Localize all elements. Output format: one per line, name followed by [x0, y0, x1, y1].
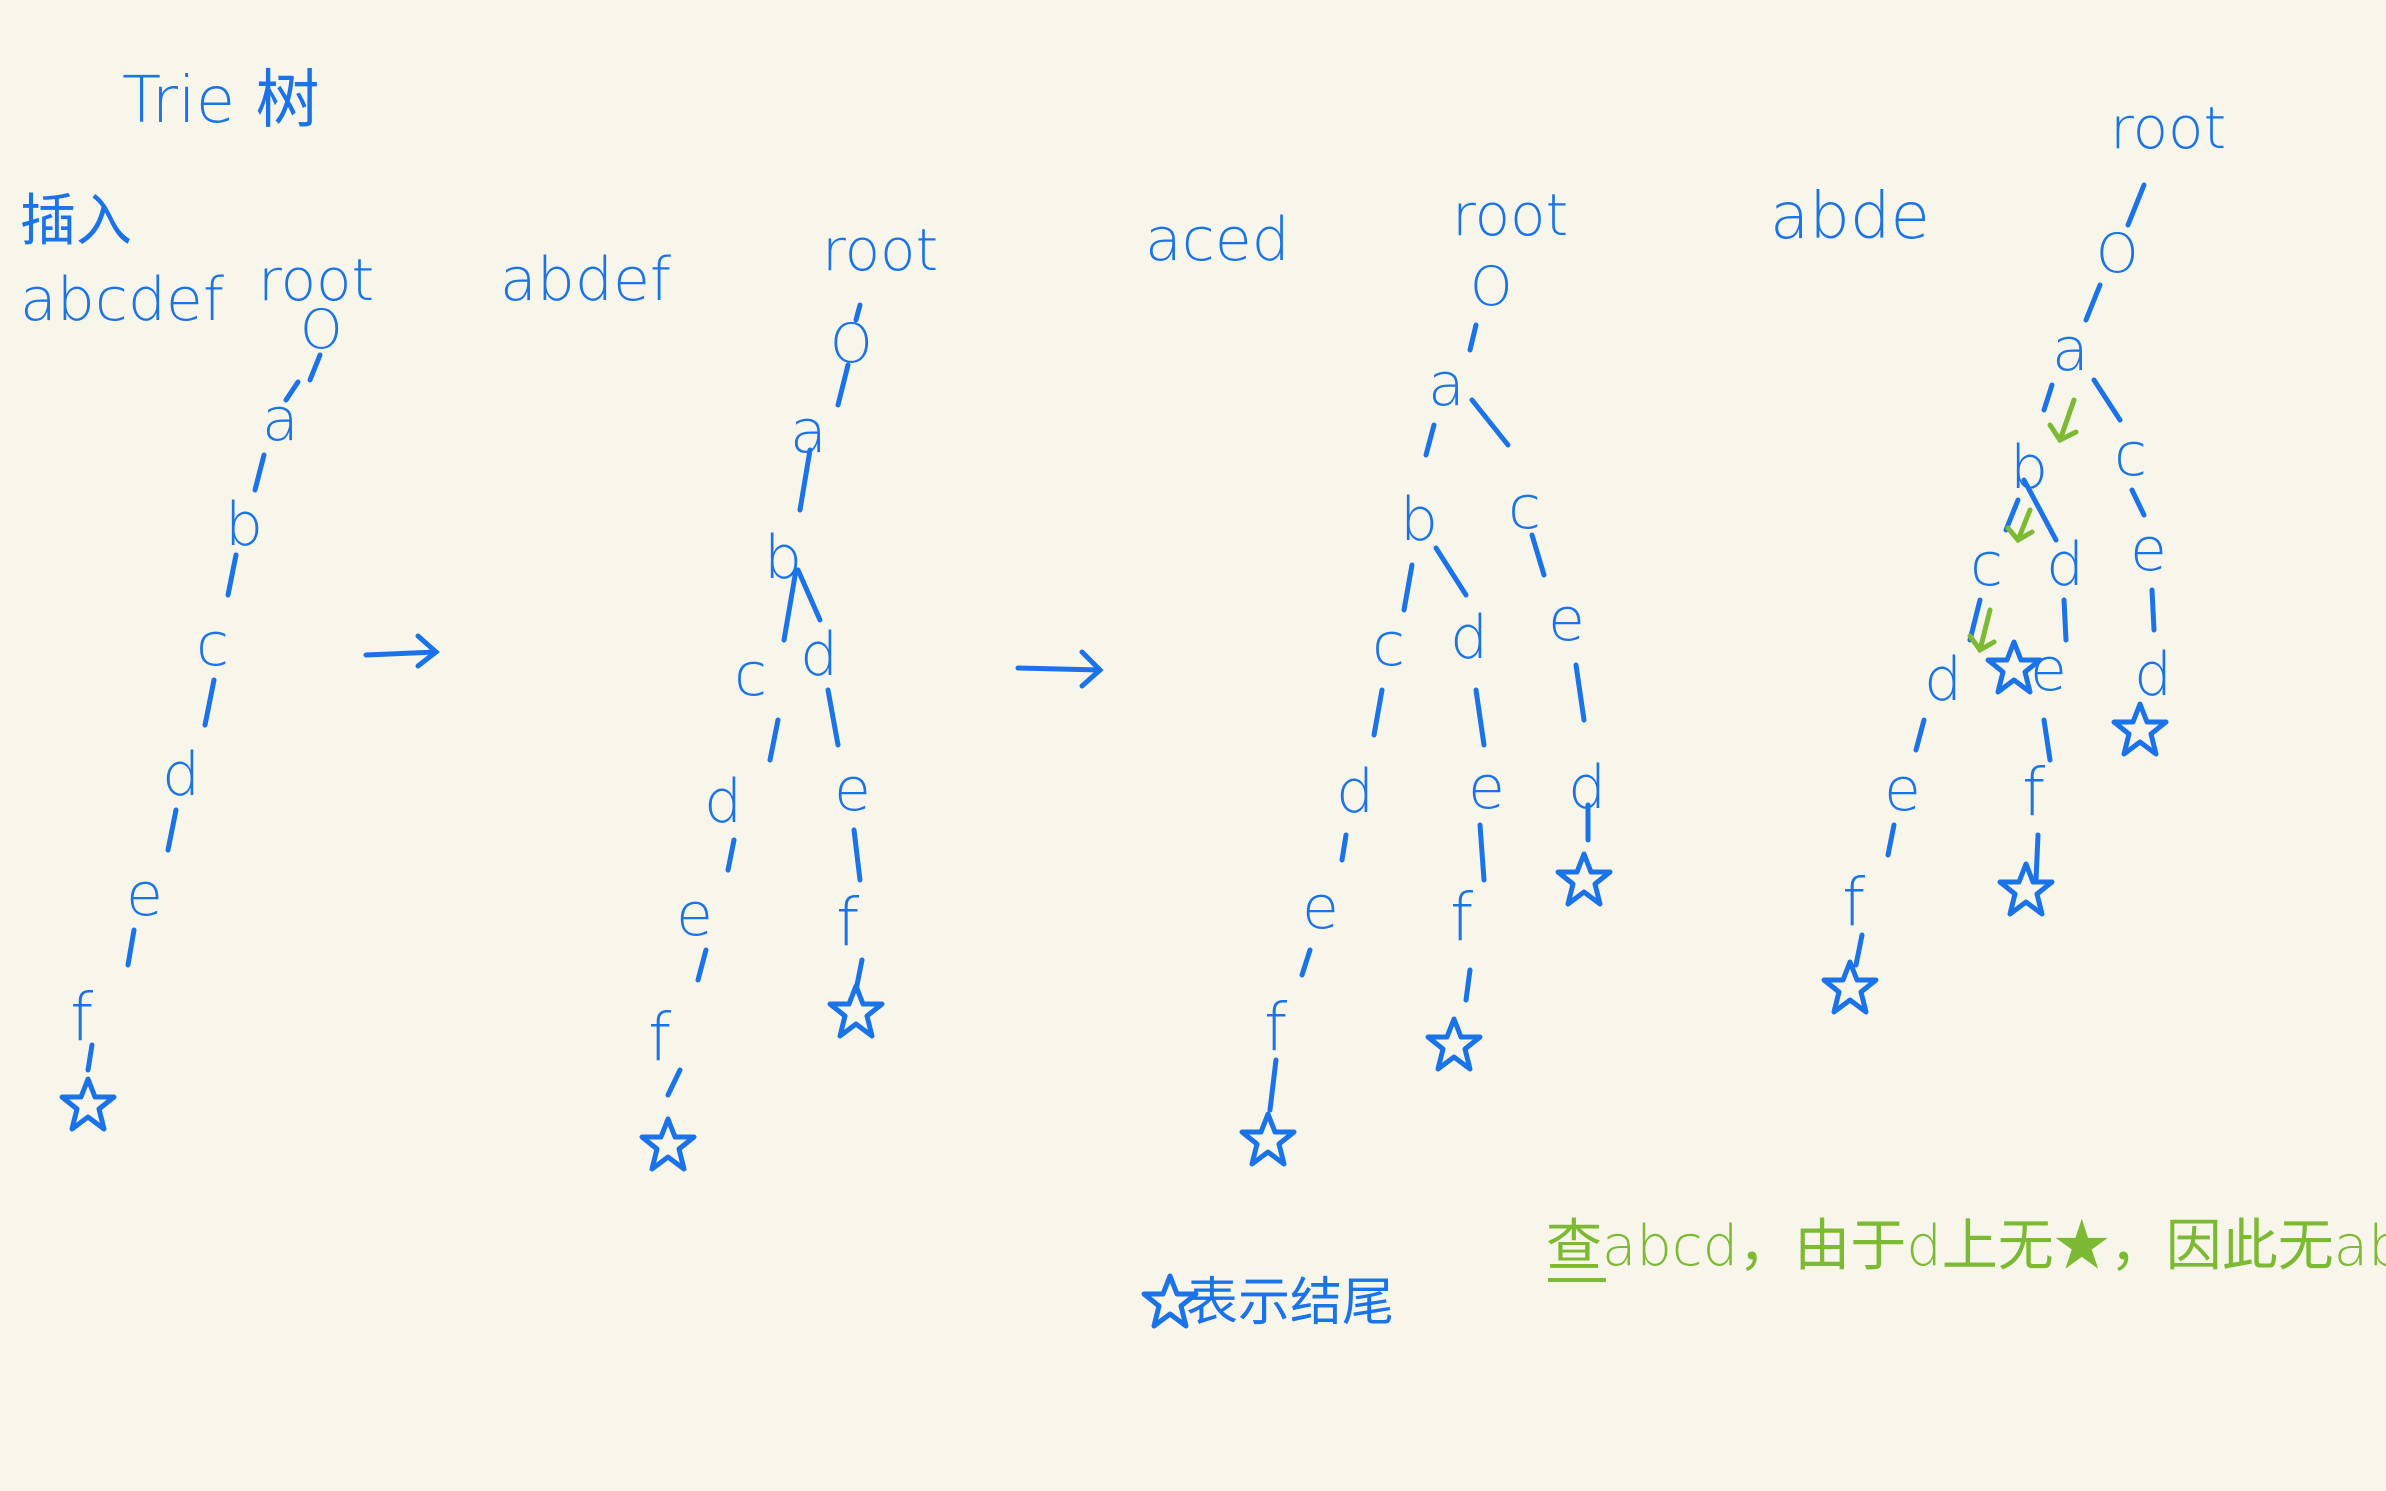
- end-star-icon: [2114, 704, 2166, 754]
- root-label-4: root: [2110, 94, 2226, 162]
- node-e: e: [1302, 873, 1339, 943]
- search-note: 查abcd，由于d上无★，因此无abcd: [1546, 1214, 2386, 1279]
- search-path-arrows: [1967, 397, 2079, 654]
- node-e: e: [1548, 585, 1585, 655]
- node-a: a: [2052, 315, 2089, 385]
- node-d: d: [704, 767, 742, 837]
- node-d: d: [800, 620, 838, 690]
- diagram-title: Trie 树: [122, 64, 320, 138]
- root-label-3: root: [1452, 181, 1568, 249]
- node-root-2: O: [830, 312, 873, 375]
- node-a: a: [262, 385, 299, 455]
- node-b: b: [764, 523, 802, 593]
- end-star-icon: [1824, 962, 1876, 1012]
- end-star-icon: [642, 1119, 694, 1169]
- node-f: f: [836, 884, 860, 961]
- node-b: b: [225, 490, 263, 560]
- node-e: e: [1468, 753, 1505, 823]
- root-label-1: root: [258, 246, 374, 314]
- node-a: a: [1428, 350, 1465, 420]
- node-b: b: [2010, 433, 2048, 503]
- node-c: c: [196, 610, 229, 680]
- end-star-icon: [1242, 1114, 1294, 1164]
- node-d: d: [1924, 645, 1962, 715]
- node-d: d: [2046, 530, 2084, 600]
- end-star-icon: [2000, 864, 2052, 914]
- word1-label: abcdef: [20, 265, 224, 335]
- tree-1-text: root O a b c d e f: [70, 246, 374, 1056]
- end-star-icon: [62, 1079, 114, 1129]
- node-f: f: [1842, 864, 1866, 941]
- node-root-3: O: [1470, 255, 1513, 318]
- node-f: f: [70, 979, 94, 1056]
- node-d: d: [2134, 640, 2172, 710]
- node-d: d: [162, 740, 200, 810]
- node-c: c: [1372, 610, 1405, 680]
- node-d: d: [1336, 757, 1374, 827]
- tree-2-text: root O a b c d d e e f f: [648, 216, 938, 1076]
- word4-label: abde: [1770, 180, 1930, 254]
- node-c: c: [1970, 530, 2003, 600]
- node-e: e: [676, 880, 713, 950]
- word2-label: abdef: [500, 245, 671, 315]
- node-f: f: [1450, 879, 1474, 956]
- node-f: f: [1264, 989, 1288, 1066]
- node-root-4: O: [2096, 222, 2139, 285]
- node-b: b: [1400, 485, 1438, 555]
- tree-4: [1853, 182, 2157, 968]
- node-e: e: [1884, 755, 1921, 825]
- node-a: a: [790, 397, 827, 467]
- word3-label: aced: [1145, 205, 1290, 275]
- node-e: e: [126, 860, 163, 930]
- insert-label: 插入: [20, 189, 132, 254]
- end-star-icon: [1428, 1019, 1480, 1069]
- node-e: e: [2130, 515, 2167, 585]
- tree-1: [85, 352, 323, 1073]
- node-f: f: [648, 999, 672, 1076]
- node-c: c: [734, 640, 767, 710]
- arrow-right-icon: [363, 633, 440, 669]
- arrow-right-icon: [1015, 649, 1104, 689]
- root-label-2: root: [822, 216, 938, 284]
- node-e: e: [2030, 635, 2067, 705]
- tree-4-text: root O a b c c d e d e d e f f: [1842, 94, 2226, 941]
- tree-3-text: root O a b c c d e d e d e f f: [1264, 181, 1606, 1066]
- node-e: e: [834, 755, 871, 825]
- node-root-1: O: [300, 298, 343, 361]
- end-star-icon: [830, 986, 882, 1036]
- legend-label: 表示结尾: [1186, 1273, 1394, 1333]
- node-c: c: [1508, 473, 1541, 543]
- node-f: f: [2022, 754, 2046, 831]
- node-d: d: [1450, 603, 1488, 673]
- tree-2: [665, 302, 865, 1098]
- tree-3: [1267, 322, 1591, 1113]
- node-c: c: [2114, 420, 2147, 490]
- node-d: d: [1568, 753, 1606, 823]
- end-star-icon: [1558, 854, 1610, 904]
